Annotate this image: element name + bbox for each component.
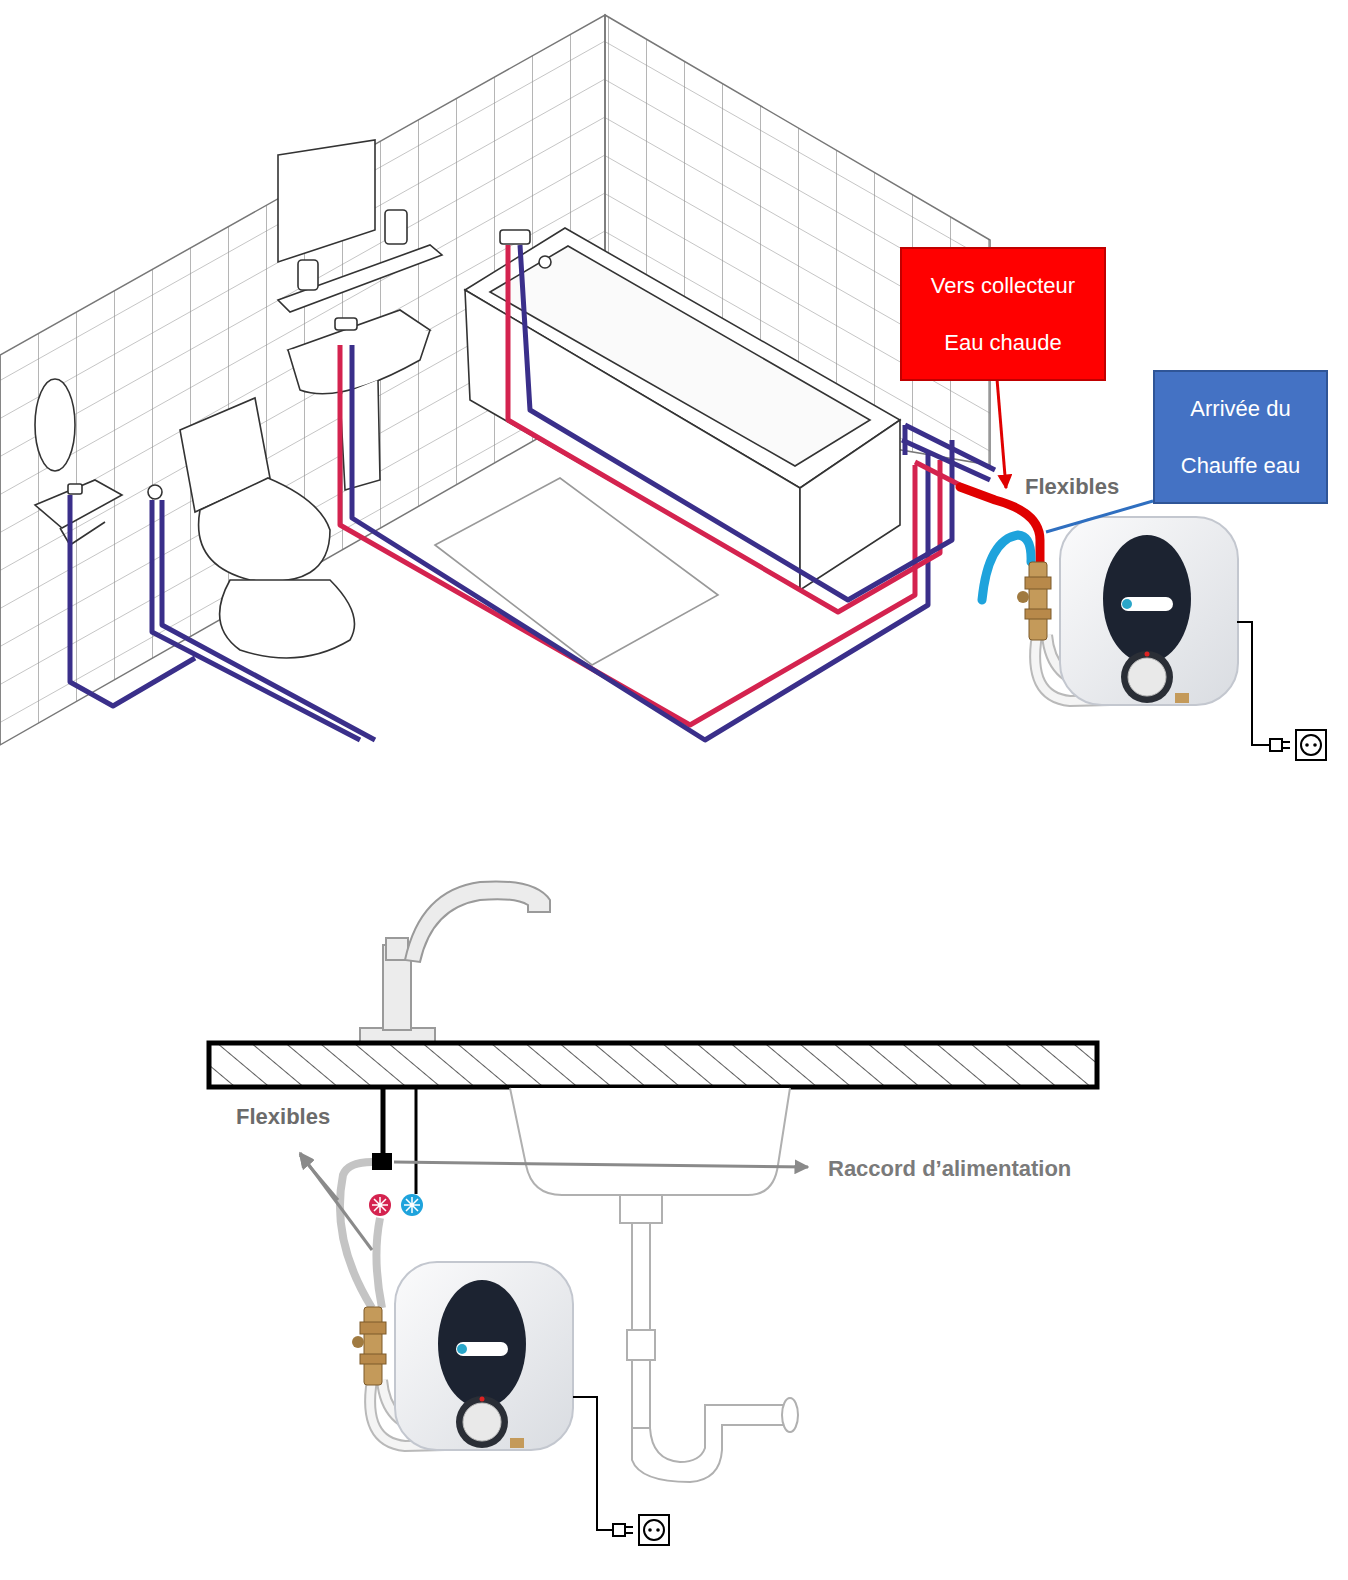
bathroom-fixtures bbox=[385, 210, 407, 244]
power-cord bbox=[1237, 622, 1326, 760]
bathroom-fixtures bbox=[220, 580, 355, 658]
leader-arrows bbox=[300, 1155, 338, 1200]
bathroom-fixtures bbox=[800, 420, 900, 590]
bathroom-fixtures bbox=[278, 140, 375, 262]
bathroom-fixtures bbox=[500, 230, 530, 244]
supply-lines bbox=[381, 1087, 386, 1158]
supply-lines bbox=[369, 1194, 391, 1216]
part-label: Raccord d’alimentation bbox=[826, 1156, 1073, 1182]
callout-text: Vers collecteur Eau chaude bbox=[912, 257, 1094, 371]
supply-lines bbox=[372, 1197, 388, 1213]
bottom-flexibles bbox=[376, 1218, 382, 1308]
plug-socket-symbol bbox=[605, 1515, 669, 1545]
basin-and-drain bbox=[632, 1223, 650, 1428]
water-pipes bbox=[902, 440, 990, 480]
bathroom-fixtures bbox=[60, 522, 105, 545]
water-pipes bbox=[152, 500, 360, 740]
faucet bbox=[386, 938, 408, 960]
supply-lines bbox=[401, 1194, 423, 1216]
water-pipes bbox=[915, 462, 960, 485]
bathroom-fixtures bbox=[199, 478, 330, 581]
water-pipes bbox=[903, 425, 908, 455]
basin-and-drain bbox=[782, 1398, 798, 1432]
leader-arrows bbox=[394, 1162, 808, 1167]
bathroom-fixtures bbox=[148, 485, 162, 499]
power-cord bbox=[573, 1397, 669, 1545]
water-pipes bbox=[70, 245, 995, 740]
supply-lines bbox=[372, 1153, 392, 1170]
bathroom-fixtures bbox=[435, 478, 718, 665]
bathroom-fixtures bbox=[298, 260, 318, 290]
bathroom-fixtures bbox=[35, 480, 122, 528]
bathroom-fixtures bbox=[35, 140, 900, 665]
callout-text: Arrivée du Chauffe eau bbox=[1165, 380, 1316, 494]
water-heater bbox=[352, 1262, 573, 1450]
faucet bbox=[405, 881, 550, 962]
water-pipes bbox=[520, 245, 952, 600]
callout-leaders bbox=[997, 379, 1153, 532]
bathroom-fixtures bbox=[68, 484, 82, 494]
plug-socket-symbol bbox=[1262, 730, 1326, 760]
basin-and-drain bbox=[632, 1405, 790, 1482]
leader-arrows bbox=[300, 1153, 372, 1250]
bottom-flexibles bbox=[340, 1162, 372, 1308]
callout-leaders bbox=[997, 379, 1006, 488]
supply-lines bbox=[369, 1087, 423, 1216]
bathroom-fixtures bbox=[465, 290, 800, 590]
bathroom-fixtures bbox=[35, 379, 75, 471]
water-pipes bbox=[70, 495, 195, 706]
bathroom-fixtures bbox=[340, 380, 380, 490]
callout-box: Vers collecteur Eau chaude bbox=[900, 247, 1106, 381]
top-flexibles bbox=[982, 535, 1031, 600]
water-pipes bbox=[508, 245, 940, 612]
supply-lines bbox=[415, 1087, 418, 1194]
part-label: Flexibles bbox=[1023, 474, 1121, 500]
bathroom-fixtures bbox=[288, 330, 430, 394]
water-heater bbox=[1017, 517, 1238, 705]
bathroom-walls bbox=[0, 15, 990, 745]
supply-lines bbox=[404, 1197, 420, 1213]
basin-and-drain bbox=[627, 1330, 655, 1360]
leader-arrows bbox=[300, 1153, 808, 1250]
countertop bbox=[209, 1043, 1097, 1087]
faucet bbox=[360, 881, 550, 1042]
power-cord bbox=[1237, 622, 1262, 745]
basin-and-drain bbox=[620, 1195, 662, 1223]
callout-box: Arrivée du Chauffe eau bbox=[1153, 370, 1328, 504]
power-cord bbox=[573, 1397, 605, 1530]
bathroom-fixtures bbox=[335, 318, 357, 330]
basin-and-drain bbox=[510, 1088, 790, 1195]
bathroom-fixtures bbox=[539, 256, 551, 268]
callout-leaders bbox=[1046, 501, 1153, 532]
part-label: Flexibles bbox=[234, 1104, 332, 1130]
water-pipes bbox=[162, 500, 375, 740]
bathroom-fixtures bbox=[278, 245, 442, 312]
water-pipes bbox=[352, 345, 928, 740]
countertop bbox=[209, 1043, 1097, 1087]
